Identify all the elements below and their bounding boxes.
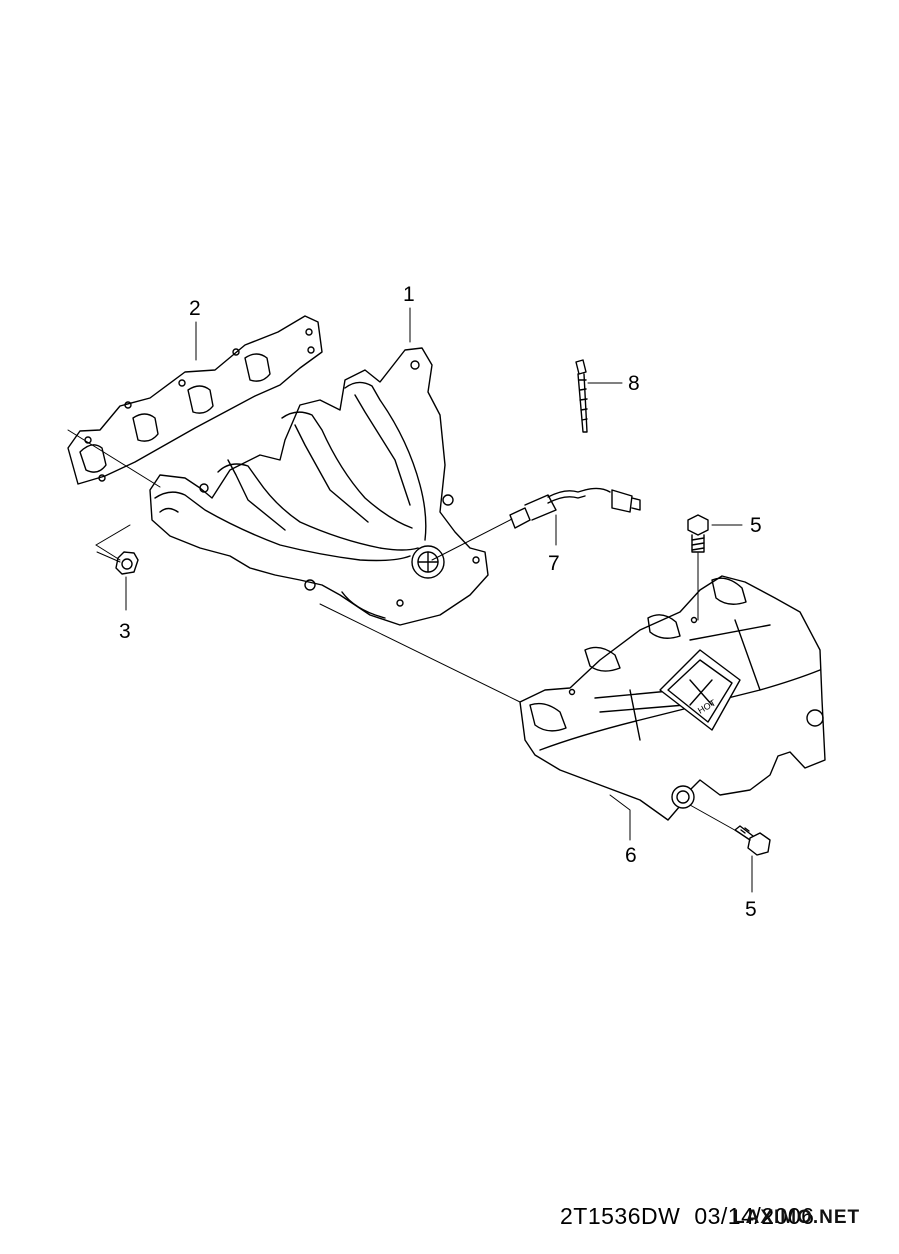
drawing-code: 2T1536DW <box>560 1203 681 1229</box>
cable-tie <box>575 359 588 433</box>
watermark: LAXIMO.NET <box>733 1207 861 1228</box>
exhaust-manifold <box>149 347 489 626</box>
heat-shield: HOT <box>519 575 826 821</box>
callout-6: 6 <box>625 844 637 867</box>
drawing-footer: 2T1536DW 03/14/2006 <box>560 1203 828 1230</box>
callout-2: 2 <box>189 297 201 320</box>
drawing-date: 03/14/2006 <box>694 1203 815 1229</box>
callout-5-lower: 5 <box>745 898 757 921</box>
heat-shield-bolt-upper <box>687 514 709 553</box>
callout-5-upper: 5 <box>750 514 762 537</box>
callout-1: 1 <box>403 283 415 306</box>
leader-lines <box>67 307 753 893</box>
nut <box>115 551 139 575</box>
exhaust-manifold-gasket <box>67 315 323 485</box>
callout-3: 3 <box>119 620 131 643</box>
heat-shield-bolt-lower <box>734 825 771 856</box>
callout-8: 8 <box>628 372 640 395</box>
callout-7: 7 <box>548 552 560 575</box>
oxygen-sensor <box>509 487 641 529</box>
